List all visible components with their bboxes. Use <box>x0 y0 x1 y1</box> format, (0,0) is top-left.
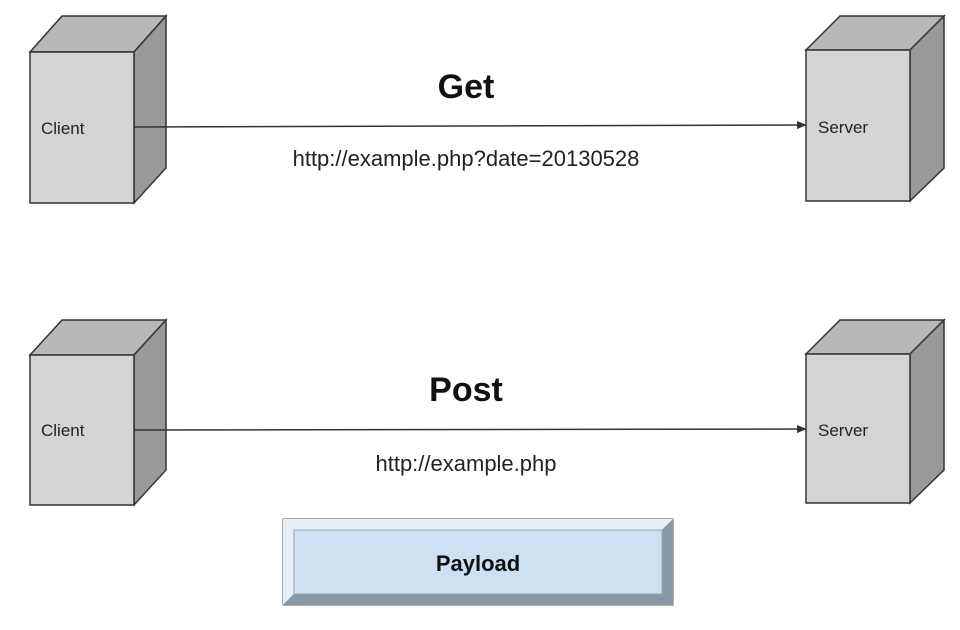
get-server-node: Server <box>804 14 946 203</box>
post-method-label: Post <box>429 371 503 409</box>
payload-box-bevel-light <box>283 519 673 605</box>
get-client-box-front <box>29 51 135 204</box>
get-url-label: http://example.php?date=20130528 <box>293 146 640 171</box>
get-server-label: Server <box>818 118 868 137</box>
payload-box-face <box>293 529 663 595</box>
get-client-node: Client <box>28 14 168 205</box>
get-flow: Client Get http://example.php?date=20130… <box>28 14 946 205</box>
get-request-arrow <box>133 121 807 130</box>
post-client-node: Client <box>28 318 168 507</box>
get-method-label: Get <box>438 68 495 106</box>
get-server-box-front <box>805 49 911 202</box>
payload-box: Payload <box>282 518 674 606</box>
post-url-label: http://example.php <box>375 451 556 476</box>
post-request-arrow <box>133 425 807 434</box>
payload-box-bevel-dark <box>283 519 673 605</box>
get-client-label: Client <box>41 119 85 138</box>
post-client-box-front <box>29 354 135 506</box>
post-client-label: Client <box>41 421 85 440</box>
post-flow: Client Post http://example.php Server Pa… <box>28 318 946 606</box>
post-server-label: Server <box>818 421 868 440</box>
post-server-box-front <box>805 353 911 504</box>
post-server-node: Server <box>804 318 946 505</box>
payload-label: Payload <box>436 551 520 576</box>
